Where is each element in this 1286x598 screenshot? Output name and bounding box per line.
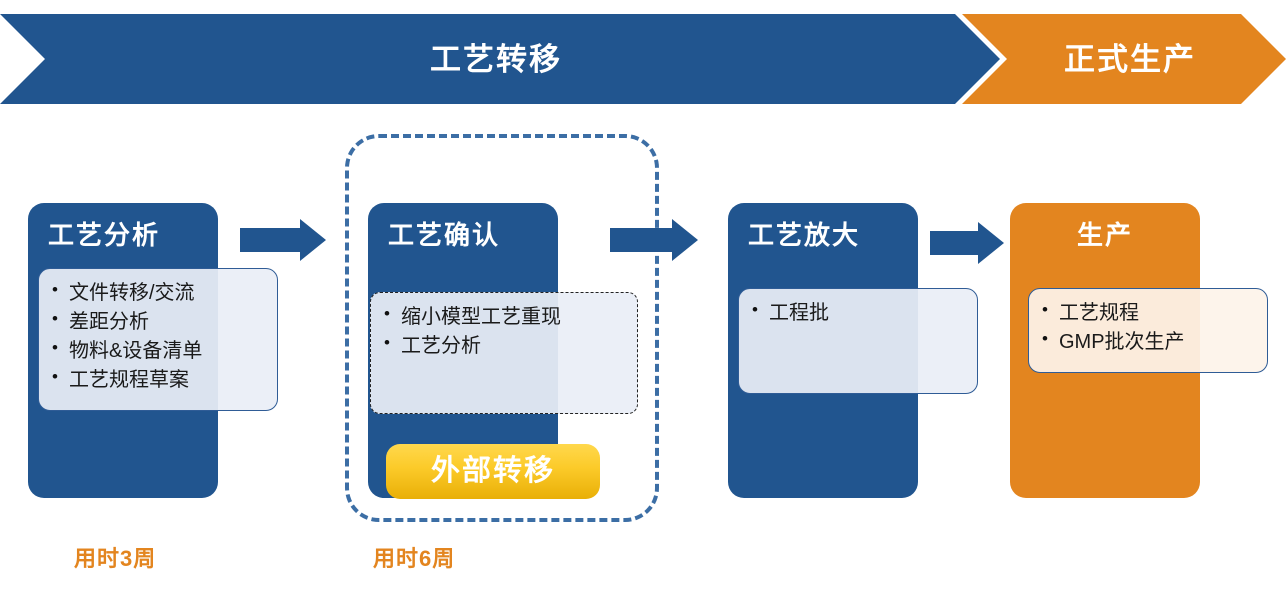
list-item: 工艺规程草案 [52,365,265,395]
list-item: GMP批次生产 [1042,327,1255,357]
list-item: 工艺分析 [384,331,625,361]
stage-title: 工艺分析 [48,220,161,250]
stage-list-panel-production: 工艺规程 GMP批次生产 [1028,288,1268,373]
stage-title: 工艺放大 [748,220,861,250]
phase-chevron-process-transfer: 工艺转移 [0,14,1000,104]
list-item: 工艺规程 [1042,298,1255,328]
duration-label-stage-1: 用时3周 [74,546,157,571]
stage-title: 工艺确认 [388,220,501,250]
phase-chevron-label: 正式生产 [1064,41,1196,77]
list-item: 物料&设备清单 [52,336,265,366]
duration-label-stage-2: 用时6周 [373,546,456,571]
stage-title: 生产 [1076,220,1133,250]
flow-arrow-1-icon [240,219,326,261]
list-item: 缩小模型工艺重现 [384,302,625,332]
phase-chevron-commercial-production: 正式生产 [962,14,1286,104]
external-transfer-badge-label: 外部转移 [430,455,555,487]
phase-header-band: 工艺转移 正式生产 [0,14,1286,104]
list-item: 差距分析 [52,307,265,337]
stage-list-panel-process-analysis: 文件转移/交流 差距分析 物料&设备清单 工艺规程草案 [38,268,278,411]
external-transfer-group-outline [345,134,659,522]
phase-chevron-label: 工艺转移 [430,41,562,77]
flow-arrow-2-icon [610,219,700,261]
stage-list-panel-process-scale-up: 工程批 [738,288,978,394]
list-item: 文件转移/交流 [52,278,265,308]
flow-arrow-3-icon [930,222,1004,264]
external-transfer-badge[interactable]: 外部转移 [386,444,600,499]
stage-list-panel-process-confirmation: 缩小模型工艺重现 工艺分析 [370,292,638,414]
list-item: 工程批 [752,298,965,328]
